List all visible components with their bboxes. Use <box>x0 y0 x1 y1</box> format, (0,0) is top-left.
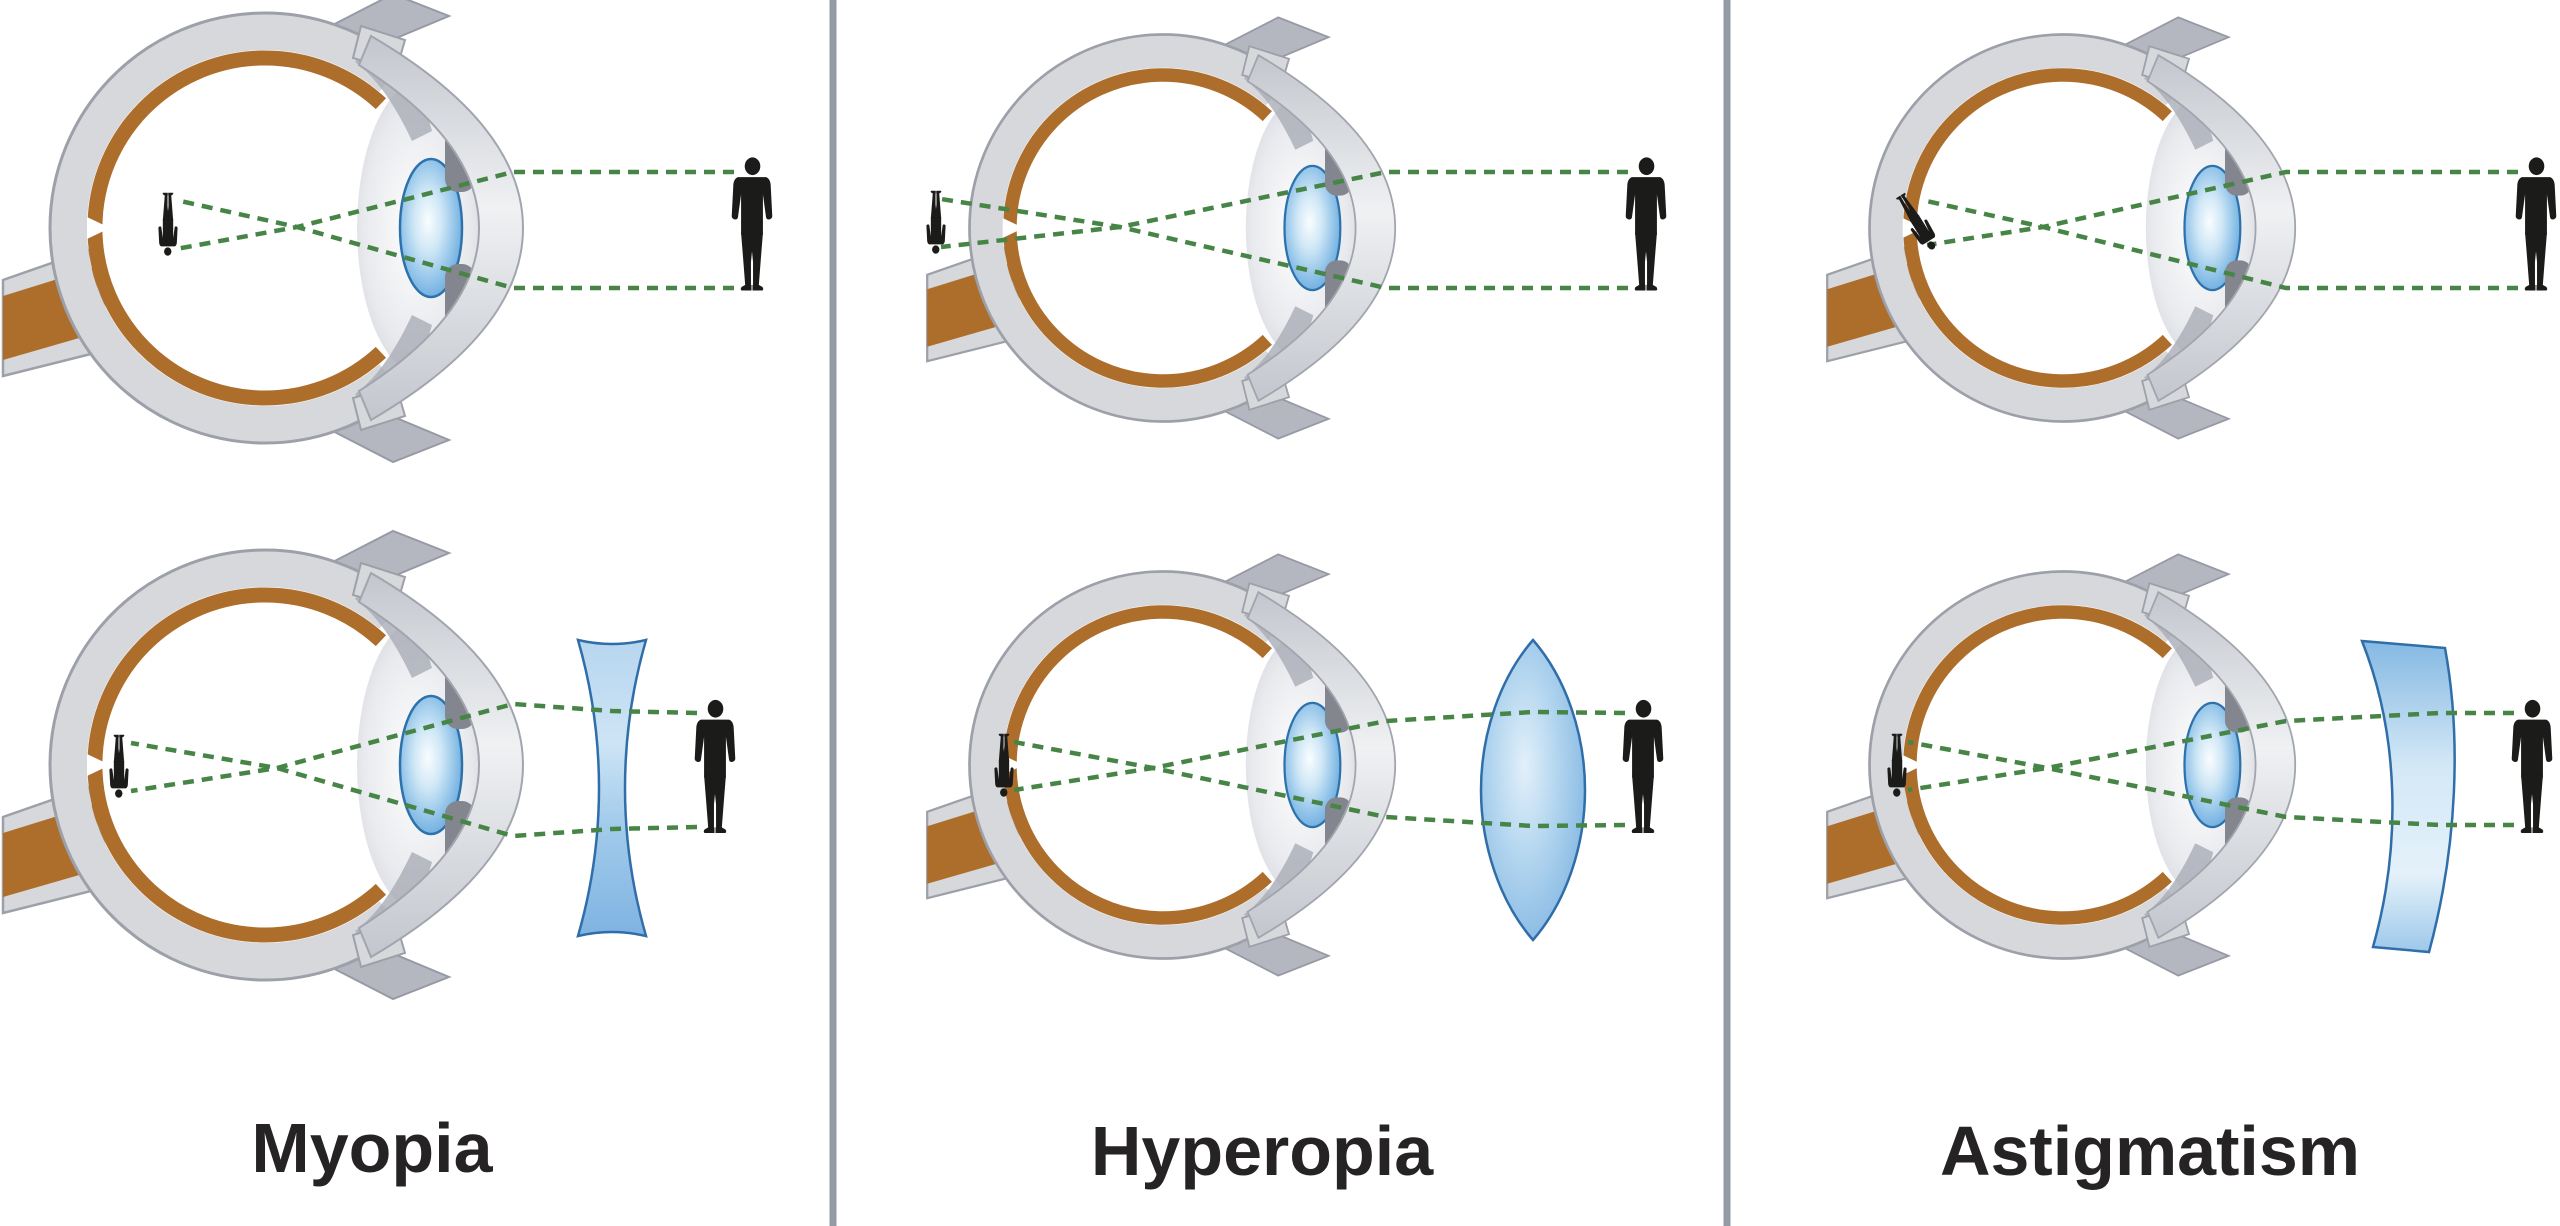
concave-lens <box>576 638 648 938</box>
object-person <box>694 699 736 834</box>
object-person <box>1625 157 1667 291</box>
object-person <box>2511 699 2553 834</box>
hyperopia-uncorrected-diagram <box>926 17 1667 438</box>
convex-lens <box>1479 638 1587 942</box>
light-rays <box>1907 710 2514 828</box>
myopia-column: Myopia <box>3 0 773 1187</box>
astigmatism-corrected-diagram <box>1827 554 2553 975</box>
condition-label-myopia: Myopia <box>251 1109 493 1187</box>
meniscus-lens <box>2360 639 2456 954</box>
retinal-image-person-inverted <box>158 192 178 256</box>
eye-cross-section <box>927 17 1395 438</box>
object-person <box>2515 157 2557 291</box>
object-person <box>731 157 773 291</box>
myopia-corrected-diagram <box>3 531 736 999</box>
condition-label-hyperopia: Hyperopia <box>1091 1112 1434 1190</box>
hyperopia-corrected-diagram <box>927 554 1664 975</box>
light-rays <box>940 169 1628 291</box>
astigmatism-column: Astigmatism <box>1827 17 2557 1190</box>
myopia-uncorrected-diagram <box>3 0 773 462</box>
eye-cross-section <box>927 554 1395 975</box>
eye-cross-section <box>1827 17 2295 438</box>
light-rays <box>130 701 698 839</box>
hyperopia-column: Hyperopia <box>926 17 1667 1190</box>
retinal-image-person-inverted <box>109 734 129 798</box>
condition-label-astigmatism: Astigmatism <box>1940 1112 2360 1190</box>
astigmatism-uncorrected-diagram <box>1827 17 2557 438</box>
light-rays <box>175 169 734 291</box>
light-rays <box>1013 709 1626 829</box>
light-rays <box>1921 169 2518 291</box>
object-person <box>1622 699 1664 834</box>
